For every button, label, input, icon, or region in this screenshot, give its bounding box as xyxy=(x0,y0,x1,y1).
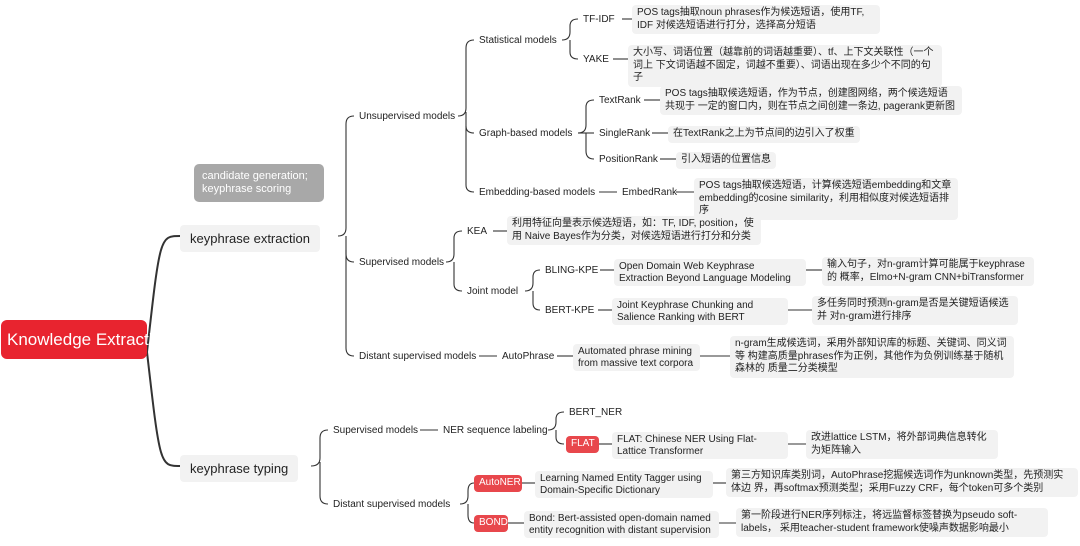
bond-title: Bond: Bert-assisted open-domain named en… xyxy=(524,511,719,538)
bond-desc: 第一阶段进行NER序列标注，将远监督标签替换为pseudo soft-label… xyxy=(736,508,1048,537)
positionrank-desc: 引入短语的位置信息 xyxy=(676,152,776,169)
unsupervised-models-node[interactable]: Unsupervised models xyxy=(359,111,456,122)
embedrank-node[interactable]: EmbedRank xyxy=(622,187,678,198)
root-node[interactable]: Knowledge Extraction xyxy=(1,320,171,359)
keyphrase-extraction-node[interactable]: keyphrase extraction xyxy=(180,225,320,252)
yake-desc: 大小写、词语位置（越靠前的词语越重要）、tf、上下文关联性（一个词上 下文词语越… xyxy=(628,45,942,87)
yake-node[interactable]: YAKE xyxy=(583,54,609,65)
note-box: candidate generation; keyphrase scoring xyxy=(194,164,324,202)
autoner-desc: 第三方知识库类别词，AutoPhrase挖掘候选词作为unknown类型，先预测… xyxy=(726,468,1078,497)
root-title: Knowledge Extraction xyxy=(7,330,172,349)
kea-desc: 利用特征向量表示候选短语，如：TF, IDF, position，使用 Naiv… xyxy=(507,216,761,245)
tfidf-desc: POS tags抽取noun phrases作为候选短语，使用TF, IDF 对… xyxy=(632,5,880,34)
bert-kpe-node[interactable]: BERT-KPE xyxy=(545,305,595,316)
autoner-title: Learning Named Entity Tagger using Domai… xyxy=(535,471,713,498)
singlerank-desc: 在TextRank之上为节点间的边引入了权重 xyxy=(668,126,860,143)
embedding-based-models-node[interactable]: Embedding-based models xyxy=(479,187,596,198)
bond-tag[interactable]: BOND xyxy=(474,515,508,532)
autophrase-title: Automated phrase mining from massive tex… xyxy=(573,344,700,371)
joint-model-node[interactable]: Joint model xyxy=(467,286,519,297)
statistical-models-node[interactable]: Statistical models xyxy=(479,35,557,46)
bert-kpe-desc: 多任务同时预测n-gram是否是关键短语候选并 对n-gram进行排序 xyxy=(812,296,1018,325)
distant-supervised-models-node[interactable]: Distant supervised models xyxy=(359,351,477,362)
tfidf-node[interactable]: TF-IDF xyxy=(583,14,615,25)
autoner-tag[interactable]: AutoNER xyxy=(474,475,522,492)
bling-kpe-node[interactable]: BLING-KPE xyxy=(545,265,599,276)
graph-based-models-node[interactable]: Graph-based models xyxy=(479,128,573,139)
embedrank-desc: POS tags抽取候选短语，计算候选短语embedding和文章 embedd… xyxy=(694,178,958,220)
keyphrase-typing-node[interactable]: keyphrase typing xyxy=(180,455,299,482)
autophrase-desc: n-gram生成候选词，采用外部知识库的标题、关键词、同义词等 构建高质量phr… xyxy=(730,336,1014,378)
supervised-models-node[interactable]: Supervised models xyxy=(359,257,445,268)
positionrank-node[interactable]: PositionRank xyxy=(599,154,658,165)
textrank-node[interactable]: TextRank xyxy=(599,95,641,106)
autophrase-node[interactable]: AutoPhrase xyxy=(502,351,555,362)
singlerank-node[interactable]: SingleRank xyxy=(599,128,651,139)
bert-ner-node[interactable]: BERT_NER xyxy=(569,407,623,418)
bert-kpe-title: Joint Keyphrase Chunking and Salience Ra… xyxy=(612,298,788,325)
ner-sequence-labeling-node[interactable]: NER sequence labeling xyxy=(443,425,548,436)
kea-node[interactable]: KEA xyxy=(467,226,488,237)
typing-distant-supervised-models-node[interactable]: Distant supervised models xyxy=(333,499,451,510)
textrank-desc: POS tags抽取候选短语，作为节点，创建图网络，两个候选短语共现于 一定的窗… xyxy=(660,86,962,115)
flat-title: FLAT: Chinese NER Using Flat-Lattice Tra… xyxy=(612,432,788,459)
flat-desc: 改进lattice LSTM，将外部词典信息转化 为矩阵输入 xyxy=(806,430,998,459)
flat-tag[interactable]: FLAT xyxy=(566,436,599,453)
bling-kpe-desc: 输入句子，对n-gram计算可能属于keyphrase的 概率，Elmo+N-g… xyxy=(822,257,1034,286)
typing-supervised-models-node[interactable]: Supervised models xyxy=(333,425,419,436)
bling-kpe-title: Open Domain Web Keyphrase Extraction Bey… xyxy=(614,259,806,286)
